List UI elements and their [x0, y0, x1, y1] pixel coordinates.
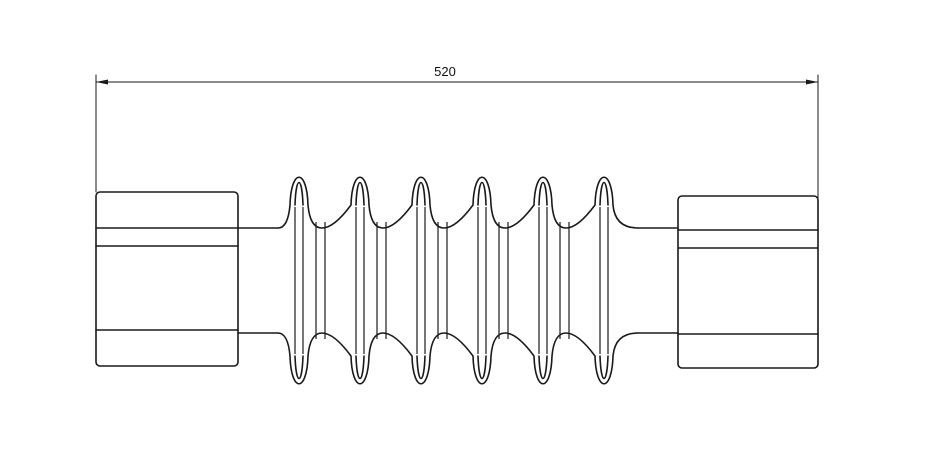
- right-fitting-body: [677, 195, 819, 369]
- right-fitting: [677, 195, 819, 369]
- dimension-value: 520: [434, 64, 456, 79]
- bellows-outer-profile-top: [277, 176, 639, 229]
- dimension-arrow-left: [96, 79, 108, 85]
- dimension-arrow-right: [806, 79, 818, 85]
- bellows-inner-profile-top: [294, 181, 609, 206]
- bellows-outer-profile-bottom: [277, 332, 639, 385]
- dimension-line-group: 520: [95, 64, 819, 199]
- left-fitting: [95, 191, 239, 367]
- bellows-inner-profile-bottom: [294, 355, 609, 380]
- bellows: [237, 176, 679, 385]
- bellows-convolution-lines: [294, 207, 609, 354]
- left-fitting-body: [95, 191, 239, 367]
